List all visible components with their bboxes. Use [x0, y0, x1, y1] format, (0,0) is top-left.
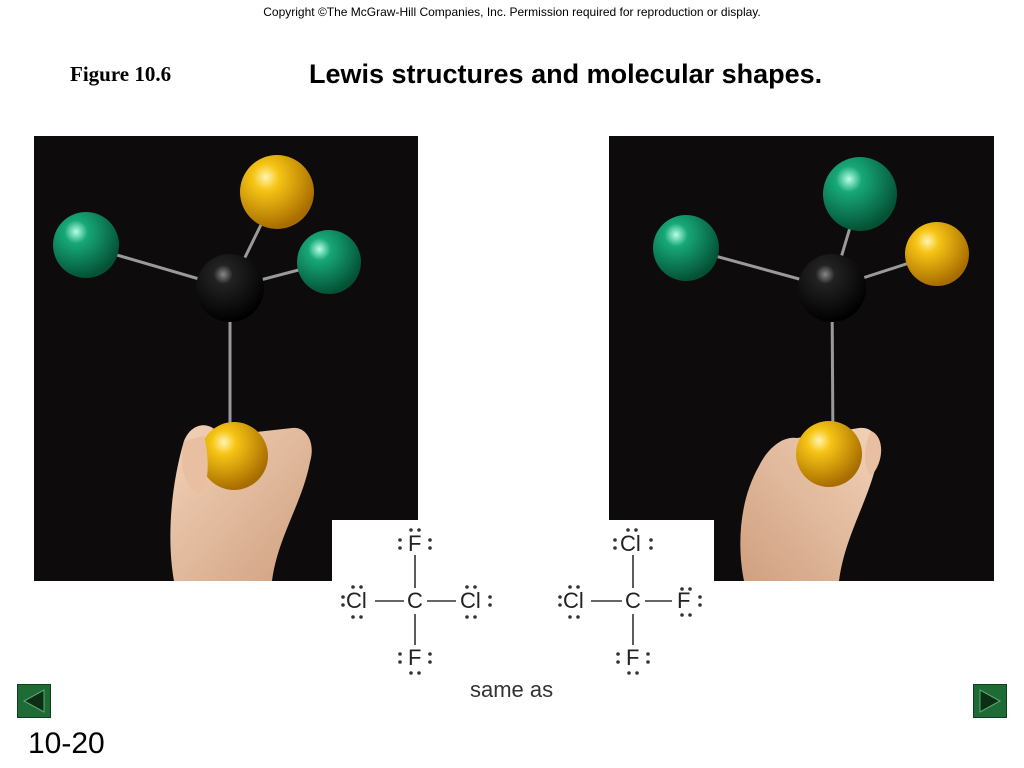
- fluorine-atom: [796, 421, 862, 487]
- lewis-structures-panel: F Cl C Cl F Cl Cl C F F: [332, 520, 714, 680]
- next-slide-button[interactable]: [973, 684, 1007, 718]
- fluorine-atom: [200, 422, 268, 490]
- atom-label: C: [407, 588, 423, 613]
- carbon-atom: [798, 254, 866, 322]
- atom-label: F: [408, 531, 422, 556]
- molecule-model-photo-left: [34, 136, 418, 581]
- atom-label: Cl: [563, 588, 584, 613]
- left-triangle-icon: [22, 689, 45, 713]
- atom-label: F: [408, 645, 422, 670]
- molecule-model-photo-right: [609, 136, 994, 581]
- atom-label: F: [677, 588, 691, 613]
- same-as-caption: same as: [470, 677, 554, 702]
- atom-label: F: [626, 645, 640, 670]
- figure-label: Figure 10.6: [70, 62, 172, 86]
- previous-slide-button[interactable]: [17, 684, 51, 718]
- atom-label: C: [625, 588, 641, 613]
- fluorine-atom: [905, 222, 969, 286]
- chlorine-atom: [653, 215, 719, 281]
- chlorine-atom: [823, 157, 897, 231]
- chlorine-atom: [53, 212, 119, 278]
- right-triangle-icon: [979, 689, 1002, 713]
- figure-title: Lewis structures and molecular shapes.: [309, 59, 823, 89]
- slide-number: 10-20: [28, 727, 105, 760]
- atom-label: Cl: [346, 588, 367, 613]
- copyright-notice: Copyright ©The McGraw-Hill Companies, In…: [263, 5, 761, 19]
- atom-label: Cl: [620, 531, 641, 556]
- atom-label: Cl: [460, 588, 481, 613]
- fluorine-atom: [240, 155, 314, 229]
- chlorine-atom: [297, 230, 361, 294]
- carbon-atom: [196, 254, 264, 322]
